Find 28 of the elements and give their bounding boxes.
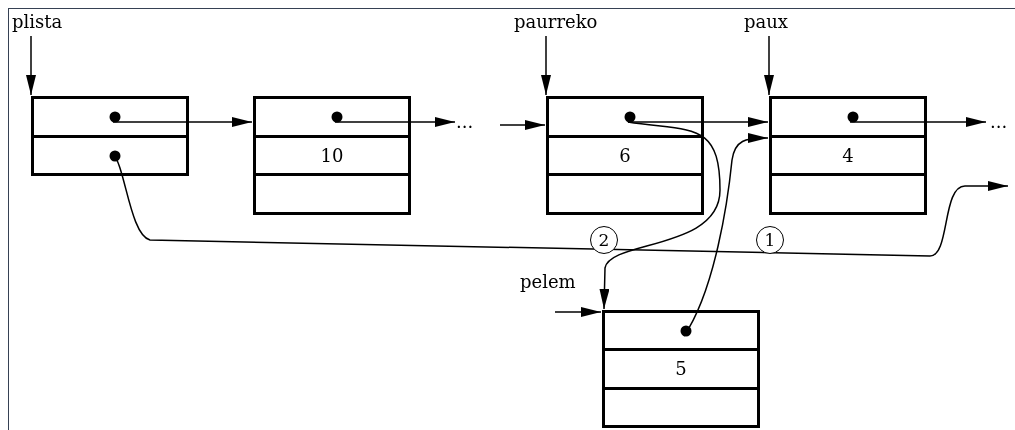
pointer-label: plista (12, 13, 63, 31)
pointer-label: ... (990, 113, 1008, 131)
pointer-arrow (849, 117, 987, 127)
record-box (31, 96, 189, 176)
pointer-arrow (112, 117, 253, 127)
pointer-arrow (764, 35, 774, 96)
pointer-arrow (627, 117, 769, 127)
pointer-arrow (334, 117, 456, 127)
pointer-label: paurreko (514, 13, 598, 31)
pointer-arrow (554, 307, 602, 317)
record-box (602, 310, 760, 428)
value-text: 5 (675, 360, 687, 378)
callout-number: 1 (756, 226, 784, 254)
record-box (253, 96, 411, 215)
pointer-arrow (541, 35, 551, 96)
value-text: 10 (320, 146, 344, 165)
callout-number: 2 (590, 226, 618, 254)
value-text: 6 (619, 146, 631, 165)
value-text: 4 (842, 146, 854, 165)
pointer-arrow (599, 121, 721, 310)
record-box (546, 96, 704, 215)
pointer-label: ... (456, 113, 474, 131)
pointer-label: pelem (520, 273, 576, 291)
pointer-arrow (499, 120, 546, 130)
pointer-arrow (26, 35, 36, 96)
pointer-arrow (683, 133, 769, 337)
record-box (769, 96, 927, 215)
pointer-label: paux (744, 13, 788, 31)
